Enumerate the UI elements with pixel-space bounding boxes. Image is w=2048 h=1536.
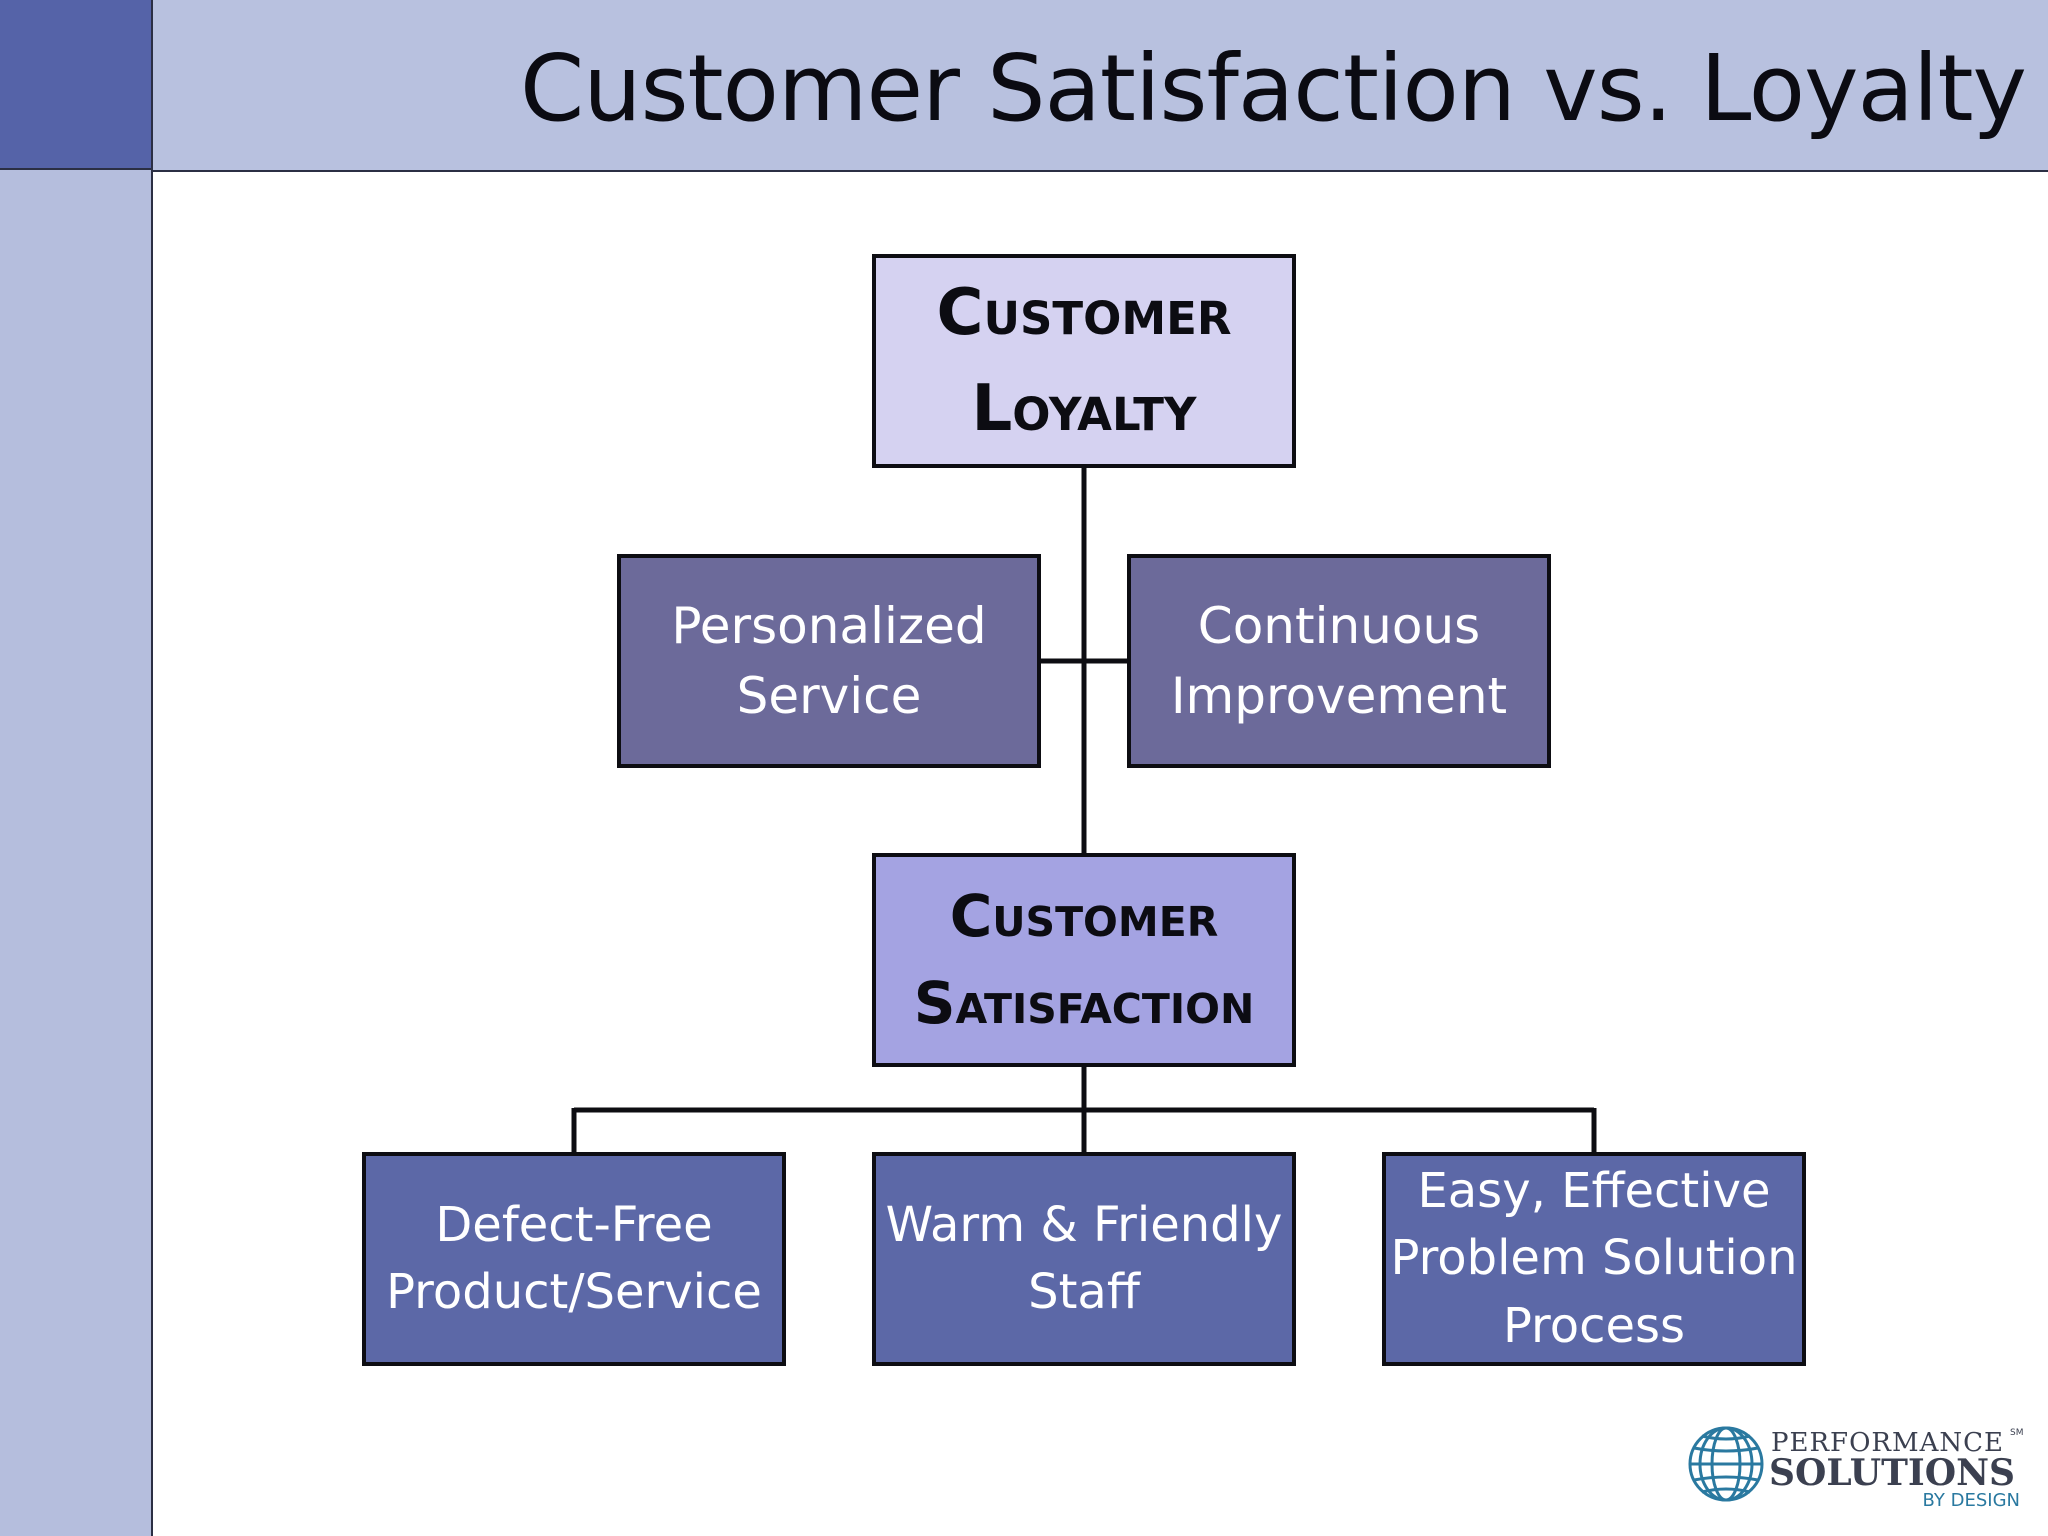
- customer-loyalty-box: Customer Loyalty: [872, 254, 1296, 468]
- customer-loyalty-label: Customer Loyalty: [936, 276, 1232, 446]
- title-bar: Customer Satisfaction vs. Loyalty: [153, 0, 2048, 172]
- problem-solution-box: Easy, Effective Problem Solution Process: [1382, 1152, 1806, 1366]
- warm-friendly-staff-box: Warm & Friendly Staff: [872, 1152, 1296, 1366]
- logo-performance-text: PERFORMANCE: [1771, 1428, 2005, 1458]
- globe-icon: [1688, 1426, 1764, 1502]
- defect-free-box: Defect-Free Product/Service: [362, 1152, 786, 1366]
- customer-satisfaction-box: Customer Satisfaction: [872, 853, 1296, 1067]
- problem-solution-label: Easy, Effective Problem Solution Process: [1390, 1163, 1798, 1354]
- left-sidebar-band: [0, 170, 153, 1536]
- warm-friendly-staff-label: Warm & Friendly Staff: [885, 1196, 1283, 1320]
- personalized-service-label: Personalized Service: [671, 597, 987, 725]
- continuous-improvement-box: Continuous Improvement: [1127, 554, 1551, 768]
- logo-service-mark: SM: [2010, 1428, 2024, 1438]
- continuous-improvement-label: Continuous Improvement: [1170, 597, 1508, 725]
- personalized-service-box: Personalized Service: [617, 554, 1041, 768]
- slide-title: Customer Satisfaction vs. Loyalty: [520, 35, 2027, 142]
- company-logo: PERFORMANCE SM SOLUTIONS BY DESIGN: [1686, 1422, 2026, 1512]
- defect-free-label: Defect-Free Product/Service: [386, 1196, 762, 1320]
- logo-by-design-text: BY DESIGN: [1922, 1490, 2020, 1511]
- customer-satisfaction-label: Customer Satisfaction: [913, 882, 1255, 1037]
- logo-solutions-text: SOLUTIONS: [1769, 1452, 2015, 1494]
- corner-block: [0, 0, 153, 170]
